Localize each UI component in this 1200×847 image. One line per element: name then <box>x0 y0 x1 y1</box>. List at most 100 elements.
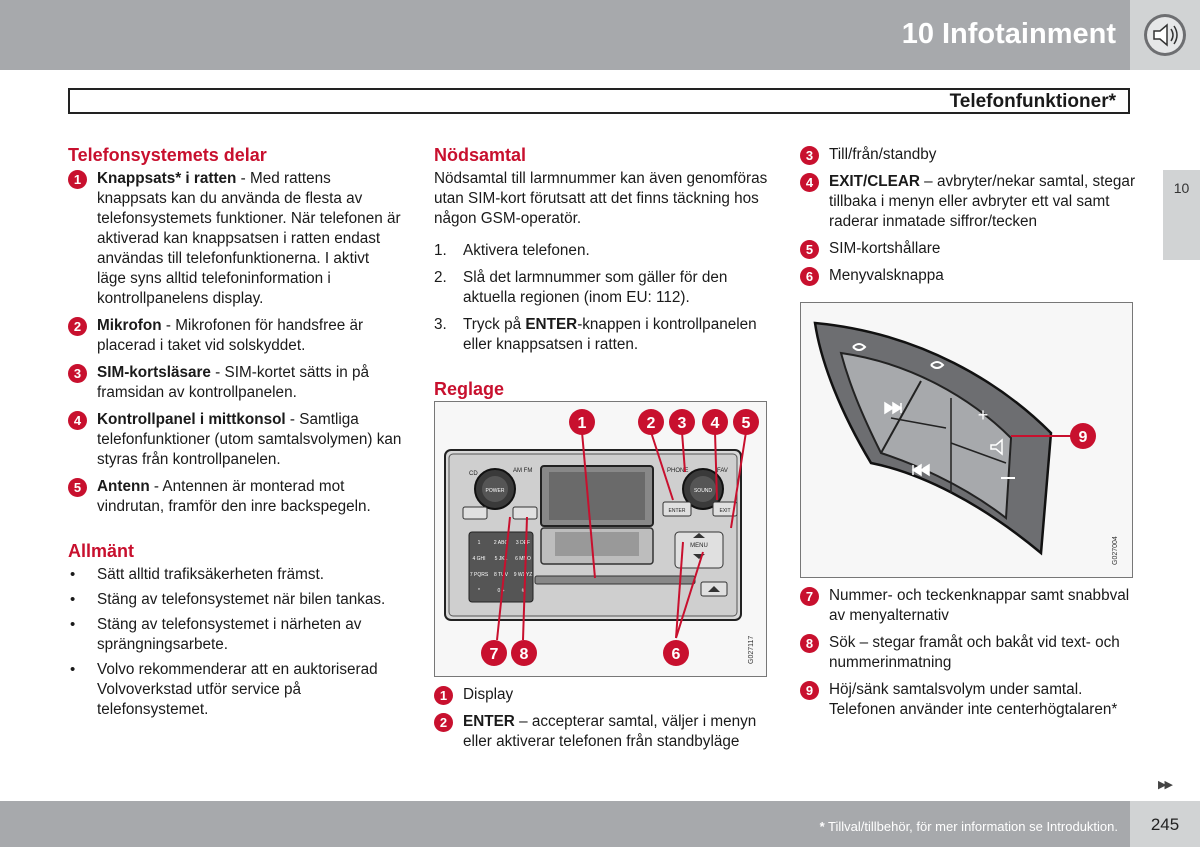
key-label: 8 TUV <box>494 572 509 578</box>
item-text: - Antennen är monterad mot vindrutan, fr… <box>97 478 371 515</box>
key-label: 6 MNO <box>515 556 531 562</box>
step-text-post: -knappen i kontrollpanelen eller knappsa… <box>463 316 757 353</box>
footer-note-text: Tillval/tillbehör, för mer information s… <box>828 819 1118 834</box>
item-text: Sök – stegar framåt och bakåt vid text- … <box>829 634 1120 671</box>
number-badge: 3 <box>68 364 87 383</box>
chapter-title: 10 Infotainment <box>901 18 1116 50</box>
column-2: Nödsamtal Nödsamtal till larmnummer kan … <box>434 145 774 403</box>
column-1: Telefonsystemets delar 1 Knappsats* i ra… <box>68 145 402 725</box>
chapter-header: 10 Infotainment <box>0 0 1130 70</box>
svg-text:+: + <box>978 405 989 425</box>
speaker-icon <box>1144 14 1186 56</box>
step-text: Aktivera telefonen. <box>463 242 590 259</box>
bullet-item: Stäng av telefonsystemet i närheten av s… <box>68 615 402 655</box>
item-text: - SIM-kortet sätts in på framsidan av ko… <box>97 364 370 401</box>
callout-4: 4 <box>711 415 720 432</box>
list-item: 2 Mikrofon - Mikrofonen för handsfree är… <box>68 316 402 356</box>
item-text: - Mikrofonen för handsfree är placerad i… <box>97 317 364 354</box>
page-footer: * Tillval/tillbehör, för mer information… <box>0 801 1130 847</box>
list-item: 5 Antenn - Antennen är monterad mot vind… <box>68 477 402 517</box>
list-item: 8 Sök – stegar framåt och bakåt vid text… <box>800 633 1136 673</box>
callout-8: 8 <box>520 646 529 663</box>
list-item: 4 EXIT/CLEAR – avbryter/nekar samtal, st… <box>800 172 1136 232</box>
callout-3: 3 <box>678 415 687 432</box>
key-label: 0 + <box>497 588 504 594</box>
section-bar: Telefonfunktioner* <box>68 88 1130 114</box>
callout-9: 9 <box>1079 429 1088 446</box>
list-item: 1 Knappsats* i ratten - Med rattens knap… <box>68 169 402 309</box>
list-item: 9 Höj/sänk samtalsvolym under samtal. Te… <box>800 680 1136 720</box>
bullet-item: Volvo rekommenderar att en auktoriserad … <box>68 660 402 720</box>
key-label: 4 GHI <box>472 556 485 562</box>
number-badge: 2 <box>68 317 87 336</box>
figure-code: G027117 <box>748 636 755 664</box>
list-item: 5 SIM-kortshållare <box>800 239 1136 259</box>
list-item: 7 Nummer- och teckenknappar samt snabbva… <box>800 586 1136 626</box>
power-label: POWER <box>486 488 505 494</box>
item-term: Knappsats* i ratten <box>97 170 237 187</box>
list-item: 6 Menyvalsknappa <box>800 266 1136 286</box>
callout-1: 1 <box>578 415 587 432</box>
item-term: EXIT/CLEAR <box>829 173 920 190</box>
item-term: SIM-kortsläsare <box>97 364 211 381</box>
heading-reglage: Reglage <box>434 379 505 399</box>
footer-asterisk: * <box>819 819 825 834</box>
item-text: Nummer- och teckenknappar samt snabbval … <box>829 587 1130 624</box>
list-item: 3 SIM-kortsläsare - SIM-kortet sätts in … <box>68 363 402 403</box>
item-text: Display <box>463 686 514 703</box>
amfm-label: AM FM <box>513 468 532 474</box>
number-badge: 4 <box>800 173 819 192</box>
list-item: 1 Display <box>434 685 774 705</box>
heading-nodsamtal: Nödsamtal <box>434 145 527 165</box>
section-title: Telefonfunktioner* <box>949 91 1116 112</box>
item-text: Höj/sänk samtalsvolym under samtal. Tele… <box>829 681 1118 718</box>
bullet-item: Stäng av telefonsystemet när bilen tanka… <box>68 590 402 610</box>
item-term: Kontrollpanel i mittkonsol <box>97 411 286 428</box>
phone-label: PHONE <box>667 468 688 474</box>
list-item: 4 Kontrollpanel i mittkonsol - Samtliga … <box>68 410 402 470</box>
cd-label: CD <box>469 471 478 477</box>
chapter-icon-box <box>1130 0 1200 70</box>
number-badge: 7 <box>800 587 819 606</box>
key-label: 5 JKL <box>495 556 508 562</box>
step-item: 1. Aktivera telefonen. <box>434 241 774 261</box>
number-badge: 2 <box>434 713 453 732</box>
exit-label: EXIT <box>719 508 730 514</box>
item-text: - Med rattens knappsats kan du använda d… <box>97 170 401 307</box>
key-label: 2 ABC <box>494 540 509 546</box>
footer-note: * Tillval/tillbehör, för mer information… <box>820 819 1118 834</box>
number-badge: 6 <box>800 267 819 286</box>
number-badge: 1 <box>68 170 87 189</box>
number-badge: 5 <box>800 240 819 259</box>
intro-paragraph: Nödsamtal till larmnummer kan även genom… <box>434 170 768 227</box>
callout-7: 7 <box>490 646 499 663</box>
control-panel-illustration: POWER CD AM FM SOUND PHONE FAV ENTER EXI… <box>435 402 766 676</box>
steering-keypad-illustration: + 9 G027004 <box>801 303 1132 577</box>
item-text: SIM-kortshållare <box>829 240 941 257</box>
heading-allmant: Allmänt <box>68 541 135 561</box>
step-text-bold: ENTER <box>525 316 578 333</box>
step-item: 2. Slå det larmnummer som gäller för den… <box>434 268 774 308</box>
steering-keypad-figure: + 9 G027004 <box>800 302 1133 578</box>
step-number: 1. <box>434 242 447 259</box>
item-term: Antenn <box>97 478 150 495</box>
figure-code: G027004 <box>1112 536 1119 565</box>
column-3-legend: 7 Nummer- och teckenknappar samt snabbva… <box>800 586 1136 727</box>
menu-label: MENU <box>690 543 708 549</box>
heading-telefonsystemets-delar: Telefonsystemets delar <box>68 145 267 165</box>
number-badge: 5 <box>68 478 87 497</box>
key-label: 3 DEF <box>516 540 530 546</box>
step-number: 3. <box>434 316 447 333</box>
key-label: 7 PQRS <box>470 572 489 578</box>
side-tab: 10 <box>1163 170 1200 260</box>
list-item: 2 ENTER – accepterar samtal, väljer i me… <box>434 712 774 752</box>
number-badge: 4 <box>68 411 87 430</box>
item-term: ENTER <box>463 713 515 730</box>
control-panel-figure: POWER CD AM FM SOUND PHONE FAV ENTER EXI… <box>434 401 767 677</box>
item-term: Mikrofon <box>97 317 162 334</box>
callout-5: 5 <box>742 415 751 432</box>
number-badge: 8 <box>800 634 819 653</box>
fav-label: FAV <box>717 468 728 474</box>
continue-arrows: ▶▶ <box>1158 779 1173 791</box>
sound-label: SOUND <box>694 488 712 494</box>
